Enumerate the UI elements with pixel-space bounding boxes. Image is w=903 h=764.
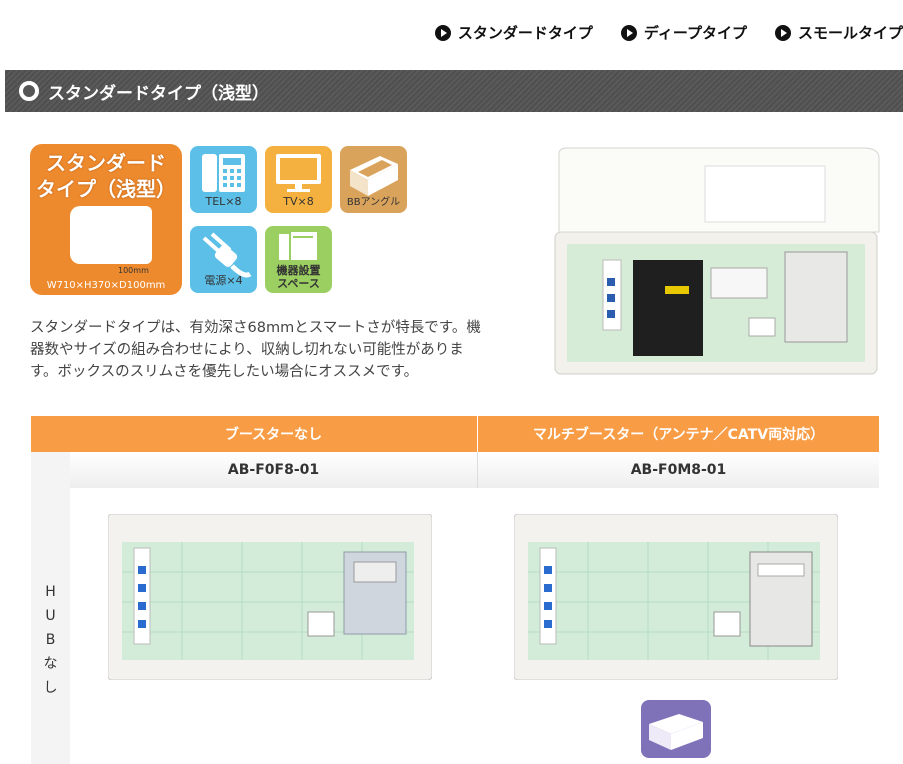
space-label-2: スペース	[277, 277, 320, 290]
model-f0m8: AB-F0M8-01	[477, 452, 879, 488]
type-badge: スタンダード タイプ（浅型） 100mm W710×H370×D100mm	[30, 144, 182, 295]
panel-image-f0m8[interactable]	[514, 514, 838, 680]
nav-label: スタンダードタイプ	[457, 24, 593, 42]
depth-label: 100mm	[118, 266, 149, 275]
arrow-circle-icon	[774, 24, 791, 41]
ring-icon	[19, 81, 39, 101]
nav-small[interactable]: スモールタイプ	[774, 22, 903, 43]
product-photo	[554, 147, 880, 375]
box-shape-icon	[70, 206, 152, 264]
arrow-circle-icon	[434, 24, 451, 41]
nav-label: スモールタイプ	[797, 24, 903, 42]
tv-feature: TV×8	[265, 146, 332, 213]
type-nav: スタンダードタイプ ディープタイプ スモールタイプ	[434, 22, 903, 43]
row-label-char: な	[43, 656, 58, 672]
panel-image-f0f8[interactable]	[108, 514, 432, 680]
section-title: スタンダードタイプ（浅型）	[48, 83, 269, 104]
nav-standard[interactable]: スタンダードタイプ	[434, 22, 593, 43]
corner-cell	[31, 416, 70, 452]
tel-label: TEL×8	[205, 195, 242, 208]
description-text: スタンダードタイプは、有効深さ68mmとスマートさが特長です。機器数やサイズの組…	[30, 320, 481, 380]
arrow-circle-icon	[620, 24, 637, 41]
bb-feature: BBアングル	[340, 146, 407, 213]
row-label-no-hub: H U B な し	[31, 452, 70, 764]
model-f0f8: AB-F0F8-01	[70, 452, 478, 488]
row-label-char: し	[43, 680, 58, 696]
hub-thumbnail[interactable]	[641, 700, 711, 758]
bracket-icon	[350, 156, 398, 196]
tv-label: TV×8	[283, 195, 314, 208]
col-header-no-booster: ブースターなし	[70, 416, 478, 452]
tel-feature: TEL×8	[190, 146, 257, 213]
power-label: 電源×4	[204, 274, 243, 287]
section-header: スタンダードタイプ（浅型）	[5, 70, 903, 112]
col-header-multi-booster: マルチブースター（アンテナ／CATV両対応）	[477, 416, 879, 452]
dimensions-label: W710×H370×D100mm	[46, 280, 166, 291]
nav-deep[interactable]: ディープタイプ	[620, 22, 747, 43]
tv-icon	[276, 154, 321, 192]
plug-icon	[202, 232, 252, 278]
space-label-1: 機器設置	[276, 264, 321, 277]
nav-label: ディープタイプ	[643, 24, 747, 42]
row-label-char: U	[45, 608, 56, 624]
space-feature: 機器設置 スペース	[265, 226, 332, 293]
badge-title-2: タイプ（浅型）	[36, 177, 176, 201]
spec-table: ブースターなし マルチブースター（アンテナ／CATV両対応） H U B な し…	[31, 416, 879, 764]
bb-label: BBアングル	[346, 197, 401, 208]
power-feature: 電源×4	[190, 226, 257, 293]
equipment-icon	[279, 232, 317, 260]
space-label: 機器設置 スペース	[265, 264, 332, 290]
row-label-char: B	[45, 632, 56, 648]
badge-title-1: スタンダード	[46, 151, 166, 175]
telephone-icon	[202, 154, 245, 192]
row-label-char: H	[45, 584, 56, 600]
